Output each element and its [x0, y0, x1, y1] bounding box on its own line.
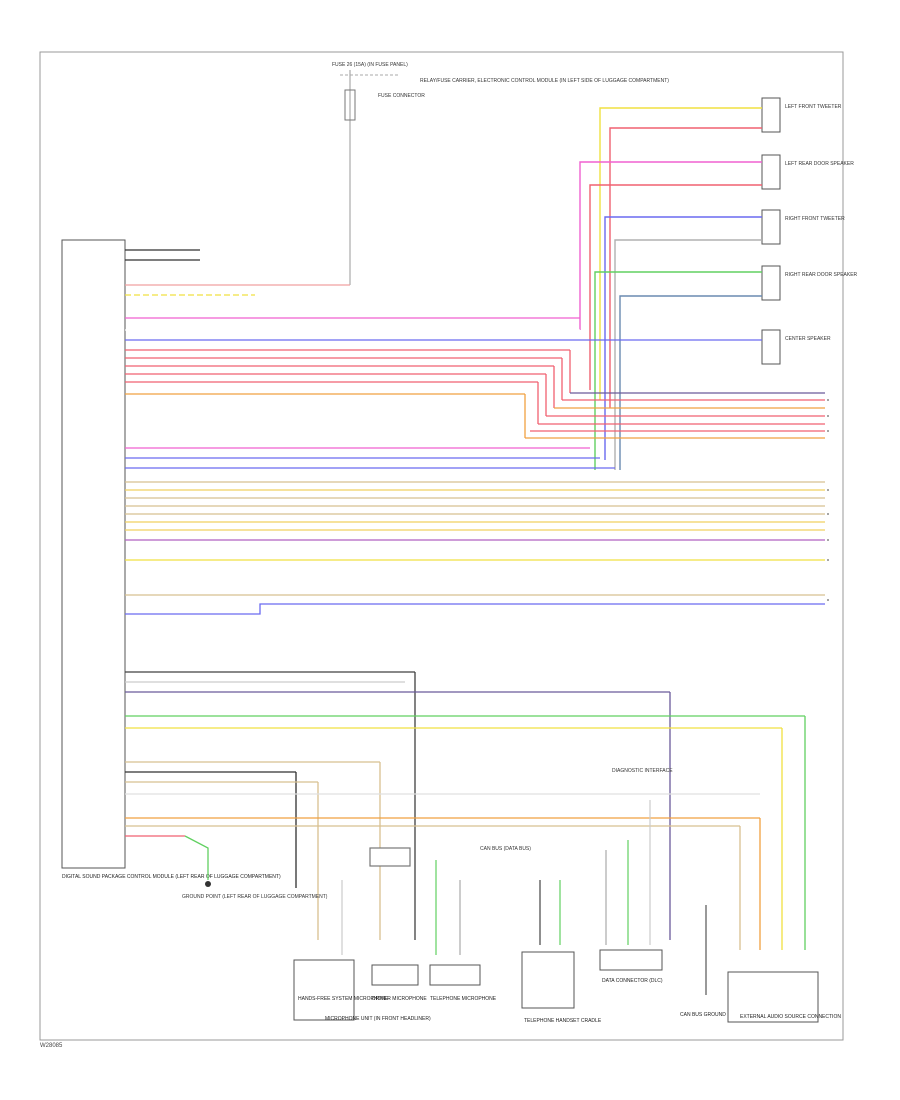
speaker-label: LEFT FRONT TWEETER — [785, 104, 842, 110]
fuse-title: FUSE 26 (15A) (IN FUSE PANEL) — [332, 62, 408, 68]
left-front-tweeter: LEFT FRONT TWEETER — [761, 97, 842, 133]
wire-lf-tweeter-pos — [599, 107, 762, 400]
speaker-label: RIGHT FRONT TWEETER — [785, 216, 845, 222]
component-label: HANDS-FREE SYSTEM MICROPHONE — [298, 996, 389, 1002]
wire-lf-tweeter-neg — [609, 127, 762, 408]
wire-rr-door-neg — [619, 295, 762, 470]
component-label: TELEPHONE MICROPHONE — [430, 996, 497, 1002]
speaker-label: CENTER SPEAKER — [785, 336, 831, 342]
control-module-label: DIGITAL SOUND PACKAGE CONTROL MODULE (LE… — [62, 874, 281, 880]
center-speaker: CENTER SPEAKER — [761, 329, 831, 365]
fuse-note: RELAY/FUSE CARRIER, ELECTRONIC CONTROL M… — [420, 78, 669, 84]
bottom-wires: CAN BUS (DATA BUS) DIAGNOSTIC INTERFACE — [341, 768, 707, 995]
connector-label: FUSE CONNECTOR — [378, 93, 425, 99]
component-label: DATA CONNECTOR (DLC) — [602, 978, 663, 984]
wire-lr-door-pos — [579, 161, 762, 330]
handset-cradle-box — [521, 951, 575, 1009]
speaker-wires — [579, 107, 762, 470]
external-audio-box — [727, 971, 819, 1023]
wire-rr-door-pos — [594, 271, 762, 470]
hands-free-mic-box — [293, 959, 355, 1021]
can-label: CAN BUS (DATA BUS) — [480, 846, 531, 852]
right-rear-door-speaker: RIGHT REAR DOOR SPEAKER — [761, 265, 858, 301]
speaker-label: RIGHT REAR DOOR SPEAKER — [785, 272, 858, 278]
control-module-box — [61, 239, 126, 869]
diag-label: DIAGNOSTIC INTERFACE — [612, 768, 673, 774]
fuse-assembly: FUSE 26 (15A) (IN FUSE PANEL) FUSE CONNE… — [332, 62, 669, 285]
wire-rf-tweeter-pos — [604, 216, 762, 460]
wire-lr-door-neg — [589, 184, 762, 390]
figure-id: W28085 — [40, 1043, 63, 1049]
component-label: TELEPHONE HANDSET CRADLE — [524, 1018, 602, 1024]
right-pin-markers — [827, 399, 829, 601]
component-label: CAN BUS GROUND — [680, 1012, 726, 1018]
bottom-connectors: HANDS-FREE SYSTEM MICROPHONE DRIVER MICR… — [293, 949, 841, 1024]
diagram-frame — [39, 51, 844, 1041]
driver-mic-box — [371, 964, 419, 986]
mic-unit-label: MICROPHONE UNIT (IN FRONT HEADLINER) — [325, 1016, 431, 1022]
component-label: EXTERNAL AUDIO SOURCE CONNECTION — [740, 1014, 841, 1020]
ground-point: GROUND POINT (LEFT REAR OF LUGGAGE COMPA… — [182, 881, 328, 900]
component-label: DRIVER MICROPHONE — [372, 996, 427, 1002]
ground-label: GROUND POINT (LEFT REAR OF LUGGAGE COMPA… — [182, 894, 328, 900]
left-rear-door-speaker: LEFT REAR DOOR SPEAKER — [761, 154, 854, 190]
wire-rf-tweeter-neg — [614, 239, 762, 470]
right-front-tweeter: RIGHT FRONT TWEETER — [761, 209, 845, 245]
dlc-box — [599, 949, 663, 971]
speaker-label: LEFT REAR DOOR SPEAKER — [785, 161, 854, 167]
module-harness — [125, 249, 825, 950]
telephone-mic-box — [429, 964, 481, 986]
